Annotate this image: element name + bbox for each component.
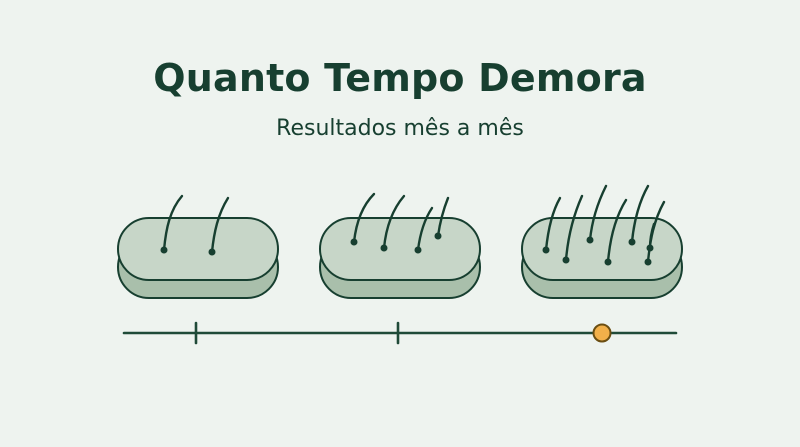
timeline-current-marker xyxy=(592,323,612,343)
hairs-stage-2 xyxy=(352,192,450,252)
scalp-pad-stage-2 xyxy=(319,192,481,299)
hairs-stage-1 xyxy=(162,194,230,254)
scalp-pad-stage-1 xyxy=(117,194,279,299)
timeline xyxy=(122,321,678,345)
page-title: Quanto Tempo Demora xyxy=(153,56,647,100)
scalp-pad-stage-3 xyxy=(521,184,683,299)
page-subtitle: Resultados mês a mês xyxy=(276,116,524,141)
